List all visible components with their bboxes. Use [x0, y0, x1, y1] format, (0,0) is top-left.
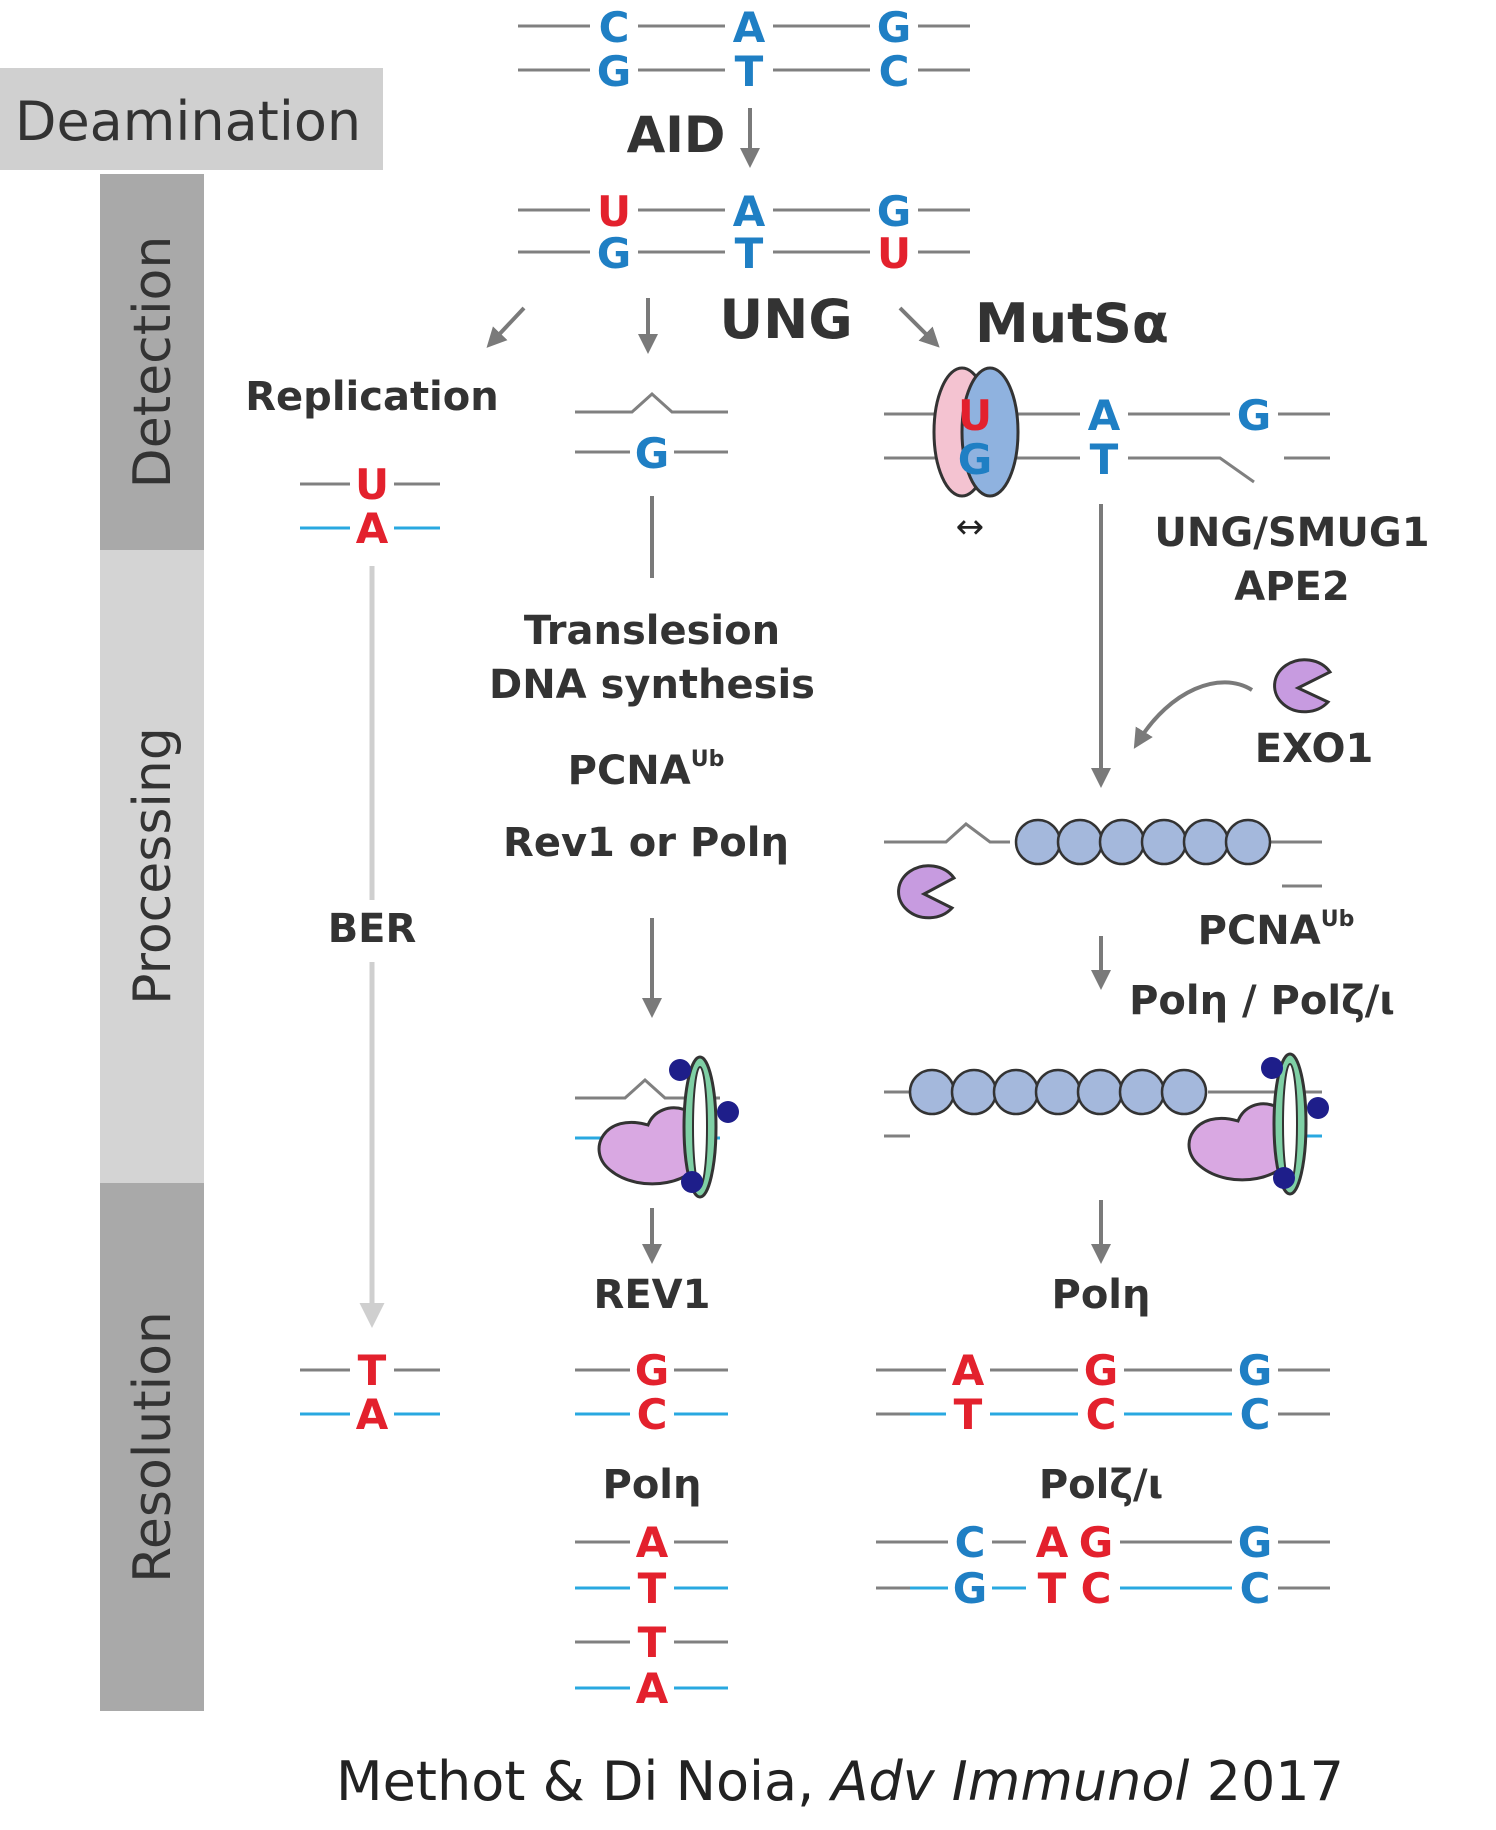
- base: A: [356, 504, 389, 553]
- polymerase-right-complex: [884, 1052, 1329, 1196]
- base: G: [1084, 1346, 1118, 1395]
- rpa-beads-long: [908, 1068, 1208, 1116]
- base: T: [1090, 435, 1119, 484]
- stage-resolution: Resolution: [100, 1183, 204, 1711]
- ung-label: UNG: [719, 288, 852, 351]
- ber-result-dna: T A: [300, 1346, 440, 1439]
- base: T: [638, 1564, 667, 1613]
- pcna-ub-label-left: PCNAUb: [568, 747, 725, 794]
- translesion-label: Translesion: [524, 608, 780, 654]
- stage-processing-label: Processing: [123, 727, 183, 1005]
- base: T: [1038, 1564, 1067, 1613]
- branch-arrows: [486, 298, 940, 354]
- exo1-icon: [1273, 658, 1333, 714]
- ung-smug1-label: UNG/SMUG1: [1154, 510, 1429, 556]
- base: C: [879, 47, 910, 96]
- stage-deamination: Deamination: [0, 68, 383, 170]
- base: A: [356, 1390, 389, 1439]
- base: C: [1086, 1390, 1117, 1439]
- rev1-label: REV1: [594, 1272, 711, 1318]
- base: C: [599, 3, 630, 52]
- base: C: [955, 1518, 986, 1567]
- base: T: [735, 47, 764, 96]
- base: A: [1088, 391, 1121, 440]
- citation: Methot & Di Noia, Adv Immunol 2017: [336, 1750, 1344, 1813]
- mutsa-complex-dna: A G T U G ↔: [884, 366, 1330, 547]
- exo1-label: EXO1: [1255, 726, 1374, 772]
- polzeta-result-dna: C A G G G T C C: [876, 1518, 1330, 1613]
- stage-processing: Processing: [100, 550, 204, 1183]
- sliding-clamp-arrow: ↔: [956, 507, 985, 547]
- tls-polymerase-complex: [575, 1055, 739, 1199]
- stage-detection: Detection: [100, 174, 204, 550]
- abasic-site-dna: G: [575, 391, 728, 478]
- base: A: [1036, 1518, 1069, 1567]
- base: U: [355, 460, 389, 509]
- base: T: [638, 1618, 667, 1667]
- replication-dna: U A: [300, 460, 440, 553]
- base: G: [958, 435, 992, 484]
- msh6-subunit: [960, 366, 1020, 498]
- base: G: [635, 1346, 669, 1395]
- uracil-base: U: [597, 187, 631, 236]
- poleta-left-result-dna: A T T A: [575, 1518, 728, 1713]
- base: G: [877, 3, 911, 52]
- base: G: [635, 429, 669, 478]
- uracil-base: U: [877, 229, 911, 278]
- pcna-ub-label-right: PCNAUb: [1198, 907, 1355, 954]
- citation-year: 2017: [1189, 1750, 1344, 1813]
- base: A: [733, 187, 766, 236]
- base: G: [597, 229, 631, 278]
- citation-journal: Adv Immunol: [828, 1750, 1189, 1813]
- base: C: [1240, 1390, 1271, 1439]
- mutsa-label: MutSα: [975, 292, 1169, 355]
- exo1-bound-icon: [897, 864, 957, 920]
- base: G: [597, 47, 631, 96]
- poleta-right-label: Polη: [1052, 1272, 1151, 1318]
- stage-detection-label: Detection: [123, 236, 183, 489]
- exo1-recruit-arrow: [1133, 680, 1254, 749]
- base: T: [358, 1346, 387, 1395]
- polzeta-label: Polζ/ι: [1039, 1462, 1163, 1508]
- rev1-or-poleta-label: Rev1 or Polη: [503, 820, 789, 866]
- ber-label: BER: [328, 906, 417, 952]
- excision-tract: [884, 818, 1322, 920]
- deaminated-dna-bases: U A G G T U: [590, 187, 918, 278]
- base: A: [952, 1346, 985, 1395]
- base: G: [877, 187, 911, 236]
- ape2-label: APE2: [1234, 564, 1349, 610]
- base: U: [958, 391, 992, 440]
- base: C: [637, 1390, 668, 1439]
- base: T: [735, 229, 764, 278]
- base: C: [1081, 1564, 1112, 1613]
- rev1-result-dna: G C: [575, 1346, 728, 1439]
- base: A: [636, 1518, 669, 1567]
- base: G: [1238, 1518, 1272, 1567]
- stage-deamination-label: Deamination: [15, 90, 361, 153]
- original-dna-bases: C A G G T C: [590, 3, 918, 96]
- aid-label: AID: [627, 106, 726, 164]
- citation-authors: Methot & Di Noia,: [336, 1750, 831, 1813]
- pol-right-label: Polη / Polζ/ι: [1129, 978, 1395, 1024]
- base: G: [953, 1564, 987, 1613]
- base: A: [636, 1664, 669, 1713]
- poleta-left-label: Polη: [603, 1462, 702, 1508]
- base: G: [1237, 391, 1271, 440]
- base: T: [954, 1390, 983, 1439]
- stage-resolution-label: Resolution: [123, 1311, 183, 1583]
- rpa-beads: [1014, 818, 1272, 866]
- base: G: [1079, 1518, 1113, 1567]
- poleta-right-result-dna: A G G T C C: [876, 1346, 1330, 1439]
- dna-synthesis-label: DNA synthesis: [489, 662, 815, 708]
- base: C: [1240, 1564, 1271, 1613]
- replication-label: Replication: [245, 374, 498, 420]
- base: G: [1238, 1346, 1272, 1395]
- base: A: [733, 3, 766, 52]
